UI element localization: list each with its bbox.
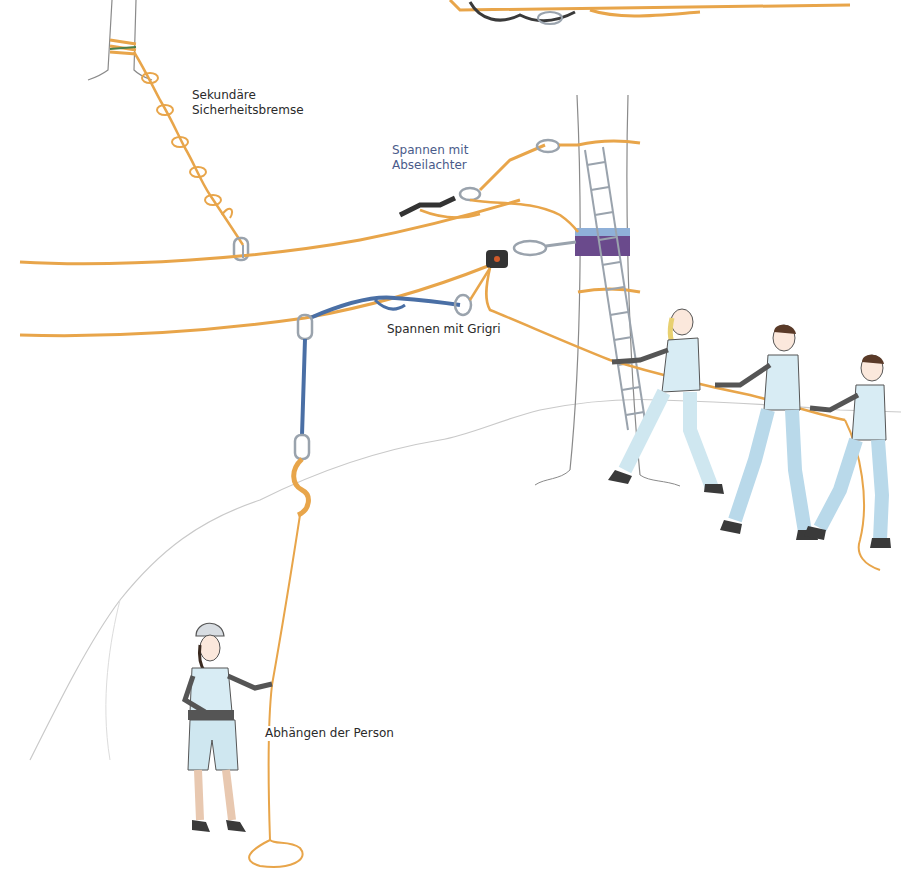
carabiner — [538, 12, 562, 24]
sling — [375, 300, 405, 309]
sling — [302, 339, 305, 435]
carabiner — [537, 140, 559, 152]
callout-label: Abhängen der Person — [263, 726, 396, 741]
carabiner — [460, 188, 480, 200]
callout-label: Sekundäre Sicherheitsbremse — [190, 88, 316, 118]
rope — [134, 52, 243, 245]
rope-wrap — [110, 47, 136, 49]
rope — [470, 2, 575, 21]
figure-eight-knot — [294, 459, 309, 515]
carabiner — [514, 241, 546, 255]
rope — [450, 0, 850, 10]
pulling-figure — [804, 355, 891, 548]
pulling-figure — [608, 309, 724, 494]
carabiner — [298, 315, 312, 339]
carabiner — [546, 242, 576, 246]
rope — [559, 144, 578, 147]
callout-label: Spannen mit Grigri — [385, 322, 503, 337]
grigri — [486, 250, 508, 268]
tree-sling — [575, 228, 630, 256]
carabiner — [455, 295, 471, 315]
ladder — [585, 147, 646, 430]
rope — [420, 210, 480, 217]
rope — [590, 10, 700, 16]
rope — [470, 200, 578, 232]
terrain-line — [30, 399, 901, 760]
rope — [249, 515, 303, 867]
rope-wrap — [110, 40, 136, 54]
sling — [310, 297, 460, 318]
grigri — [494, 256, 500, 262]
callout-label: Spannen mit Abseilachter — [390, 143, 490, 173]
pulling-figure — [715, 325, 818, 540]
rope-wrap — [578, 141, 640, 145]
tree-trunk — [570, 95, 640, 475]
tree-root — [535, 470, 680, 486]
tree-sling — [575, 228, 630, 236]
climber-figure — [185, 623, 272, 832]
carabiner — [295, 435, 309, 459]
carabiner — [242, 245, 244, 258]
rope — [20, 200, 520, 264]
terrain-line — [106, 600, 120, 760]
